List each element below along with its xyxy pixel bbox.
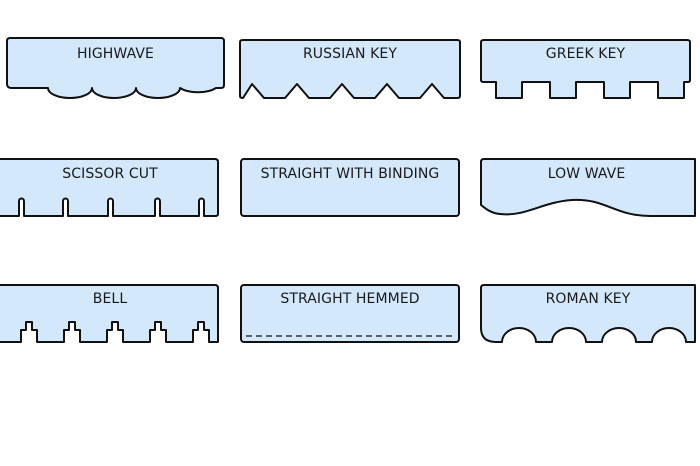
style-label-straight-hemmed: STRAIGHT HEMMED <box>280 291 420 307</box>
greek-key-outline <box>480 39 691 99</box>
roman-key-outline <box>480 284 696 343</box>
bell-outline <box>0 284 219 343</box>
straight-hemmed-outline <box>240 284 460 343</box>
style-label-roman-key: ROMAN KEY <box>545 291 631 307</box>
low-wave-outline <box>480 158 696 217</box>
style-label-bell: BELL <box>92 291 128 307</box>
scissor-cut-outline <box>0 158 219 217</box>
russian-key-outline <box>239 39 461 99</box>
style-label-straight-with-binding: STRAIGHT WITH BINDING <box>260 166 440 182</box>
style-label-scissor-cut: SCISSOR CUT <box>62 166 158 182</box>
straight-with-binding-outline <box>240 158 460 217</box>
style-label-russian-key: RUSSIAN KEY <box>302 46 398 62</box>
highwave-outline <box>6 37 225 99</box>
style-label-low-wave: LOW WAVE <box>547 166 626 182</box>
style-label-greek-key: GREEK KEY <box>545 46 626 62</box>
style-label-highwave: HIGHWAVE <box>76 46 154 62</box>
